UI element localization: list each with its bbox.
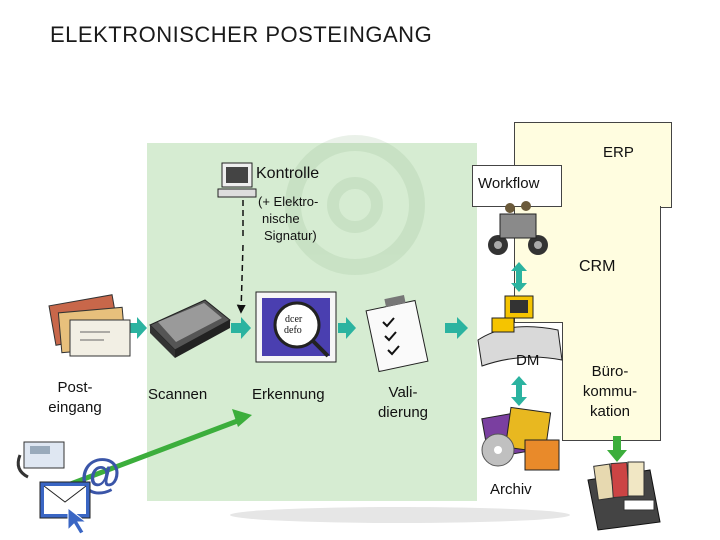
- workflow-box: [472, 165, 562, 207]
- buero-label-line-3: kation: [589, 403, 631, 420]
- validierung-label-line-1: Vali-: [388, 384, 418, 401]
- mail-stack-icon: [48, 294, 131, 357]
- email-flow-arrow: [59, 409, 252, 491]
- email-fax-icon: @: [16, 441, 121, 535]
- down-arrow-buero: [607, 436, 627, 462]
- posteingang-label-line-1: Post-: [57, 379, 93, 396]
- at-watermark-icon: [285, 135, 425, 275]
- archiv-label: Archiv: [490, 481, 532, 498]
- signatur-label-line-1: (+ Elektro-: [258, 194, 319, 209]
- flow-arrow-3: [338, 317, 356, 339]
- validierung-label-line-2: dierung: [377, 404, 429, 421]
- svg-text:defo: defo: [284, 325, 302, 336]
- clipboard-checklist-icon: [365, 295, 429, 373]
- flow-arrow-1: [127, 317, 147, 339]
- page-title: ELEKTRONISCHER POSTEINGANG: [50, 22, 433, 47]
- buero-box: [562, 322, 661, 441]
- double-arrow-dm-archiv: [511, 376, 527, 406]
- signatur-label-line-3: Signatur): [264, 228, 317, 243]
- buero-label: Büro- kommu- kation: [570, 362, 650, 422]
- posteingang-label: Post- eingang: [40, 378, 110, 418]
- erp-label: ERP: [603, 144, 634, 161]
- dm-label: DM: [516, 352, 540, 369]
- erkennung-label: Erkennung: [252, 386, 325, 403]
- kontrolle-label: Kontrolle: [256, 165, 320, 182]
- file-drawer-icon: [587, 461, 661, 531]
- flow-arrow-2: [231, 317, 251, 339]
- workflow-label: Workflow: [478, 175, 540, 192]
- validierung-label: Vali- dierung: [368, 383, 438, 423]
- floor-shadow: [230, 507, 570, 523]
- archive-disks-icon: [481, 406, 560, 471]
- svg-text:dcer: dcer: [285, 314, 303, 325]
- ocr-document-icon: dcer defo: [255, 291, 337, 363]
- buero-label-line-1: Büro-: [591, 363, 629, 380]
- signatur-label-line-2: nische: [262, 211, 300, 226]
- desk-workstation-icon: [477, 295, 563, 367]
- computer-terminal-icon: [217, 162, 257, 198]
- buero-label-line-2: kommu-: [582, 383, 638, 400]
- crm-label: CRM: [579, 258, 616, 275]
- flow-arrow-4: [445, 317, 468, 339]
- scanner-icon: [149, 299, 231, 358]
- kontrolle-dashed-arrow: [236, 244, 246, 314]
- posteingang-label-line-2: eingang: [48, 399, 102, 416]
- crm-box: [514, 206, 661, 323]
- double-arrow-workflow-crm: [511, 262, 527, 292]
- scannen-label: Scannen: [148, 386, 208, 403]
- workflow-tractor-icon: [488, 201, 548, 255]
